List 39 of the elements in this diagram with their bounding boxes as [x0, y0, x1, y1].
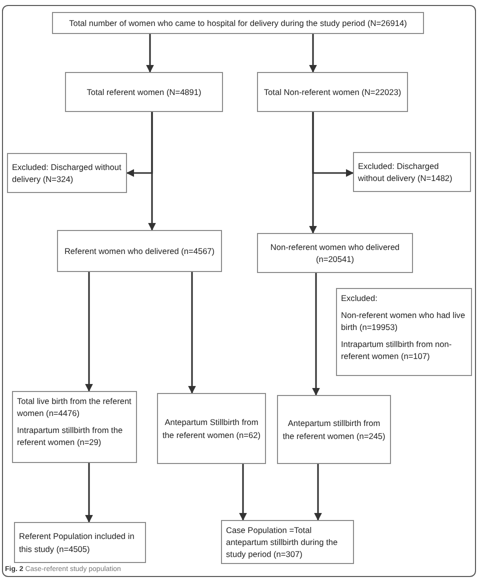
process-box: [157, 393, 266, 464]
process-box: [65, 72, 223, 112]
process-box: [257, 72, 408, 112]
process-box: [353, 152, 471, 192]
process-box: [336, 288, 472, 376]
box-text: Referent Population included in this study (n=4505): [19, 530, 136, 555]
arrow: [314, 464, 322, 521]
arrow: [239, 464, 247, 521]
box-text: Total referent women (N=4891): [86, 86, 202, 98]
arrow: [85, 463, 93, 523]
box-text: Excluded:: [341, 292, 378, 304]
box-text: Intrapartum stillbirth from non-referent women (n=107): [341, 338, 453, 362]
arrow: [148, 112, 156, 231]
arrow: [146, 34, 154, 73]
box-text: Non-referent women who had live birth (n=19953): [341, 309, 466, 334]
box-text: Non-referent women who delivered (n=20541): [269, 240, 401, 266]
box-text: Total Non-referent women (N=22023): [264, 86, 402, 98]
box-text: Antepartum Stillbirth from the referent women (n=62): [162, 416, 261, 441]
arrow: [309, 112, 317, 234]
process-box: [221, 520, 354, 564]
process-box: [52, 12, 424, 34]
box-text: Total live birth from the referent women (n=4476): [17, 395, 132, 420]
process-box: [14, 522, 146, 563]
box-text: Intrapartum stillbirth from the referent women (n=29): [17, 424, 124, 448]
box-text: Total number of women who came to hospital for delivery during the study period (N=26914): [69, 16, 407, 29]
box-text: Excluded: Discharged without delivery (N=324): [12, 160, 122, 186]
process-box: [277, 395, 391, 464]
box-text: Antepartum stillbirth from the referent women (n=245): [282, 417, 386, 442]
process-box: [12, 391, 137, 463]
arrow: [85, 272, 93, 392]
box-text: Referent women who delivered (n=4567): [64, 244, 215, 257]
process-box: [57, 230, 222, 272]
arrow: [188, 272, 196, 394]
arrow: [312, 273, 320, 396]
box-text: Excluded: Discharged without delivery (N=1482): [358, 160, 454, 184]
arrow: [309, 34, 317, 73]
box-text: Case Population =Total antepartum stillbirth during the study period (n=307): [226, 524, 339, 560]
process-box: [257, 233, 413, 273]
process-box: [7, 153, 127, 193]
